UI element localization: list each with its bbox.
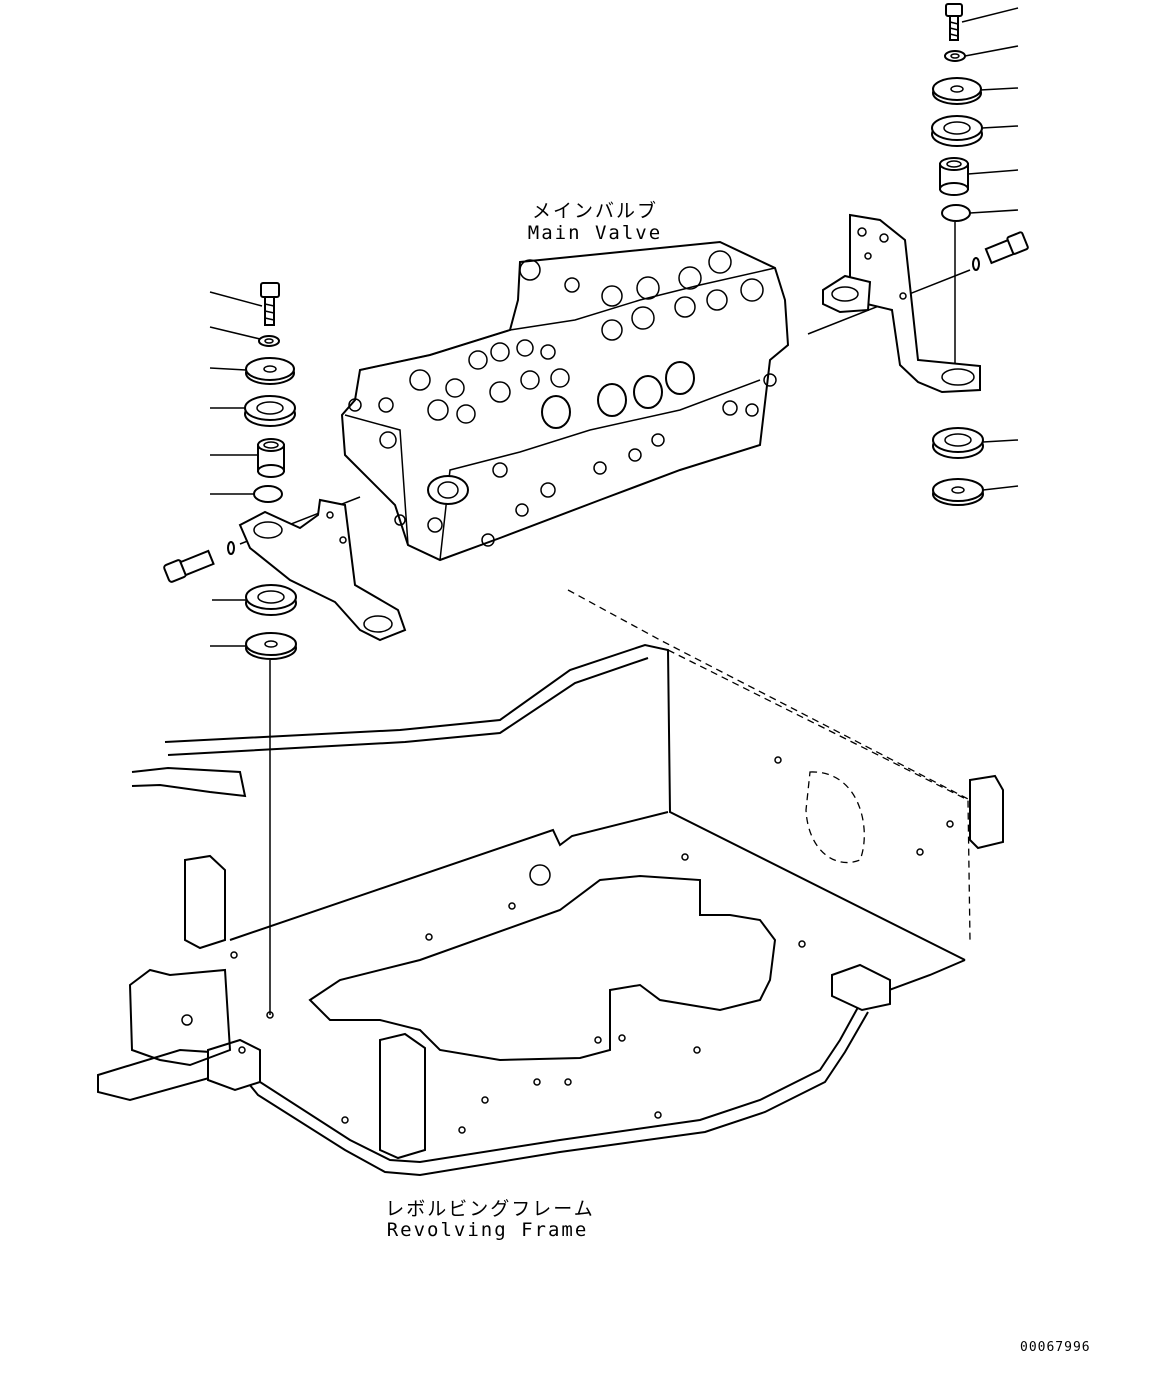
revolving-frame <box>97 589 1004 1177</box>
right-leader-lines <box>961 7 1019 491</box>
document-id: 00067996 <box>1020 1340 1091 1355</box>
valve-ports <box>378 250 764 424</box>
right-o-ring <box>941 204 971 222</box>
right-flat-washer-bottom <box>932 478 984 506</box>
left-bracket <box>238 498 407 642</box>
right-flat-washer-top <box>932 77 982 105</box>
left-side-bolt <box>163 541 235 583</box>
left-collar <box>257 438 285 478</box>
right-spring-washer <box>944 50 966 62</box>
left-leader-lines <box>209 291 263 647</box>
right-side-bolt <box>972 231 1029 271</box>
left-cushion-top <box>244 395 296 427</box>
main-valve-label-jp: メインバルブ <box>531 200 658 222</box>
right-bolt <box>945 3 963 41</box>
right-collar <box>939 157 969 196</box>
left-o-ring <box>253 485 283 503</box>
frame-holes <box>181 756 954 1134</box>
right-cushion-bottom <box>932 427 984 459</box>
left-bolt <box>260 282 280 326</box>
main-valve <box>340 240 790 562</box>
revolving-frame-label-jp: レボルビングフレーム <box>385 1198 595 1220</box>
main-valve-label-en: Main Valve <box>527 222 663 244</box>
left-cushion-bottom <box>245 584 297 616</box>
left-flat-washer-top <box>245 357 295 385</box>
left-flat-washer-bottom <box>245 632 297 660</box>
right-hardware-stack <box>807 3 1029 506</box>
left-spring-washer <box>258 335 280 347</box>
right-cushion-top <box>931 115 983 147</box>
valve-spool-caps <box>348 361 777 547</box>
revolving-frame-label-en: Revolving Frame <box>386 1219 589 1241</box>
right-bracket <box>822 213 981 394</box>
left-hardware-stack <box>163 282 407 1015</box>
